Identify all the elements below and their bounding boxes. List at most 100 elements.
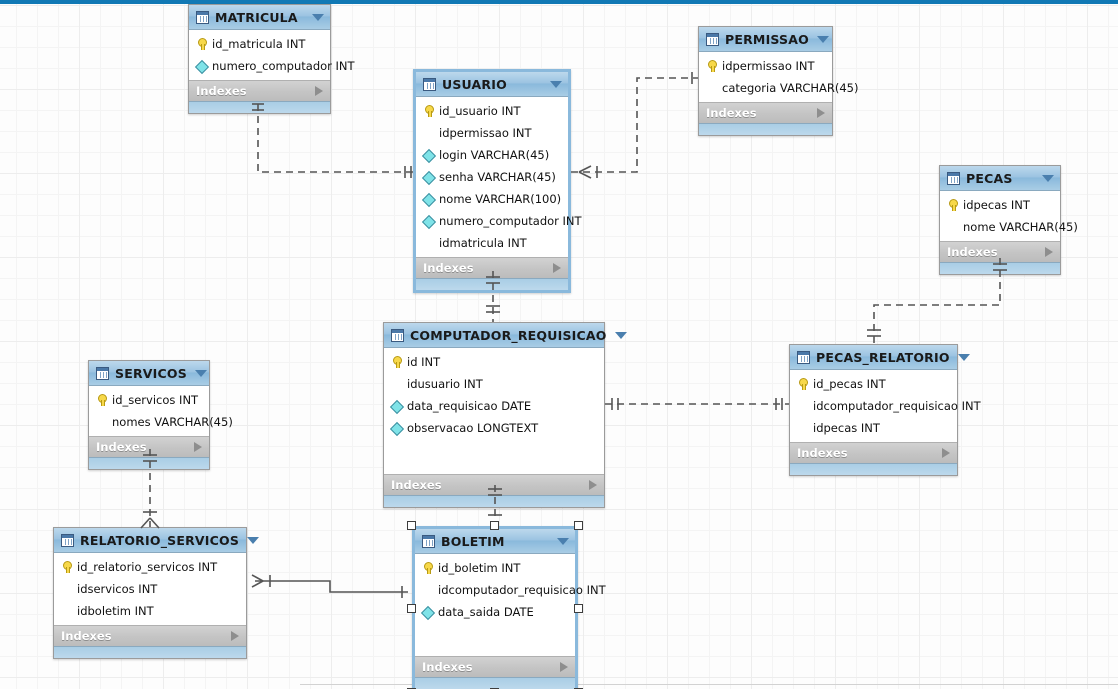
chevron-down-icon[interactable] xyxy=(1042,174,1054,182)
chevron-down-icon[interactable] xyxy=(550,80,562,88)
table-icon xyxy=(391,328,404,342)
table-column-row[interactable]: id_boletim INT xyxy=(415,557,575,579)
indexes-label: Indexes xyxy=(422,660,473,674)
no-icon xyxy=(60,604,74,618)
column-diamond-icon xyxy=(422,148,436,162)
indexes-section-computador_requisicao[interactable]: Indexes xyxy=(384,474,604,495)
table-footer-strip xyxy=(189,101,330,113)
table-name-label: USUARIO xyxy=(442,76,507,92)
table-column-row[interactable]: idpecas INT xyxy=(790,417,957,439)
resize-handle[interactable] xyxy=(407,521,416,530)
chevron-down-icon[interactable] xyxy=(194,369,207,377)
table-column-row[interactable]: nome VARCHAR(45) xyxy=(940,216,1078,238)
indexes-section-relatorio_servicos[interactable]: Indexes xyxy=(54,625,246,646)
column-label: data_saida DATE xyxy=(438,605,534,619)
column-label: login VARCHAR(45) xyxy=(439,148,550,162)
table-name-label: PECAS xyxy=(966,170,1013,186)
table-column-row[interactable]: observacao LONGTEXT xyxy=(384,417,604,439)
table-name-label: COMPUTADOR_REQUISICAO xyxy=(410,327,607,343)
table-column-row[interactable]: idboletim INT xyxy=(54,600,246,622)
chevron-right-icon[interactable] xyxy=(589,480,597,490)
chevron-right-icon[interactable] xyxy=(231,631,239,641)
table-column-row[interactable]: idpermissao INT xyxy=(416,122,568,144)
indexes-section-usuario[interactable]: Indexes xyxy=(416,257,568,278)
table-header-boletim[interactable]: BOLETIM xyxy=(415,529,575,554)
column-label: nomes VARCHAR(45) xyxy=(112,415,233,429)
table-header-matricula[interactable]: MATRICULA xyxy=(189,5,330,30)
column-label: idpecas INT xyxy=(813,421,880,435)
table-column-row[interactable]: nome VARCHAR(100) xyxy=(416,188,568,210)
chevron-right-icon[interactable] xyxy=(1045,247,1053,257)
resize-handle[interactable] xyxy=(574,521,583,530)
indexes-label: Indexes xyxy=(61,629,112,643)
chevron-down-icon[interactable] xyxy=(557,537,569,545)
table-header-permissao[interactable]: PERMISSAO xyxy=(699,27,832,52)
table-column-row[interactable]: data_requisicao DATE xyxy=(384,395,604,417)
table-column-row[interactable]: idpecas INT xyxy=(940,194,1060,216)
table-column-row[interactable]: id INT xyxy=(384,351,604,373)
chevron-down-icon[interactable] xyxy=(957,353,970,361)
table-header-relatorio_servicos[interactable]: RELATORIO_SERVICOS xyxy=(54,528,260,553)
resize-handle[interactable] xyxy=(407,604,416,613)
table-column-row[interactable]: id_servicos INT xyxy=(89,389,209,411)
column-label: idusuario INT xyxy=(407,377,483,391)
table-header-usuario[interactable]: USUARIO xyxy=(416,72,568,97)
column-label: senha VARCHAR(45) xyxy=(439,170,556,184)
table-column-row[interactable]: login VARCHAR(45) xyxy=(416,144,568,166)
chevron-down-icon[interactable] xyxy=(614,331,627,339)
chevron-right-icon[interactable] xyxy=(560,662,568,672)
indexes-section-matricula[interactable]: Indexes xyxy=(189,80,330,101)
table-column-row[interactable]: idservicos INT xyxy=(54,578,246,600)
table-column-row[interactable]: idmatricula INT xyxy=(416,232,568,254)
table-column-row[interactable]: idcomputador_requisicao INT xyxy=(415,579,606,601)
chevron-right-icon[interactable] xyxy=(194,442,202,452)
table-node-servicos[interactable]: SERVICOS id_servicos INT nomes VARCHAR(45)… xyxy=(88,360,233,470)
nullable-diamond-icon xyxy=(705,81,719,95)
table-node-relatorio_servicos[interactable]: RELATORIO_SERVICOS id_relatorio_servicos … xyxy=(53,527,260,659)
resize-handle[interactable] xyxy=(490,521,499,530)
table-name-label: PERMISSAO xyxy=(725,31,809,47)
chevron-right-icon[interactable] xyxy=(315,86,323,96)
chevron-down-icon[interactable] xyxy=(816,35,829,43)
table-header-servicos[interactable]: SERVICOS xyxy=(89,361,209,386)
table-column-row[interactable]: id_matricula INT xyxy=(189,33,330,55)
table-column-row[interactable]: categoria VARCHAR(45) xyxy=(699,77,858,99)
table-column-row[interactable]: idusuario INT xyxy=(384,373,604,395)
indexes-section-pecas_relatorio[interactable]: Indexes xyxy=(790,442,957,463)
chevron-down-icon[interactable] xyxy=(312,13,324,21)
table-column-row[interactable]: data_saida DATE xyxy=(415,601,575,623)
indexes-label: Indexes xyxy=(797,446,848,460)
table-column-row[interactable]: senha VARCHAR(45) xyxy=(416,166,568,188)
table-column-row[interactable]: numero_computador INT xyxy=(416,210,582,232)
table-header-pecas_relatorio[interactable]: PECAS_RELATORIO xyxy=(790,345,970,370)
table-column-row[interactable]: id_usuario INT xyxy=(416,100,568,122)
connector-matricula-usuario xyxy=(252,103,413,178)
chevron-right-icon[interactable] xyxy=(553,263,561,273)
indexes-section-servicos[interactable]: Indexes xyxy=(89,436,209,457)
foreign-key-diamond-icon xyxy=(422,126,436,140)
table-column-row[interactable]: id_relatorio_servicos INT xyxy=(54,556,246,578)
chevron-right-icon[interactable] xyxy=(942,448,950,458)
indexes-section-permissao[interactable]: Indexes xyxy=(699,102,832,123)
chevron-down-icon[interactable] xyxy=(247,536,260,544)
table-column-row[interactable]: numero_computador INT xyxy=(189,55,355,77)
table-column-row[interactable]: id_pecas INT xyxy=(790,373,957,395)
table-column-row[interactable]: idpermissao INT xyxy=(699,55,832,77)
indexes-section-pecas[interactable]: Indexes xyxy=(940,241,1060,262)
chevron-right-icon[interactable] xyxy=(817,108,825,118)
table-column-row[interactable]: idcomputador_requisicao INT xyxy=(790,395,981,417)
table-header-pecas[interactable]: PECAS xyxy=(940,166,1060,191)
resize-handle[interactable] xyxy=(574,604,583,613)
table-footer-strip xyxy=(790,463,957,475)
indexes-section-boletim[interactable]: Indexes xyxy=(415,656,575,677)
table-header-computador_requisicao[interactable]: COMPUTADOR_REQUISICAO xyxy=(384,323,627,348)
table-column-row[interactable]: nomes VARCHAR(45) xyxy=(89,411,233,433)
